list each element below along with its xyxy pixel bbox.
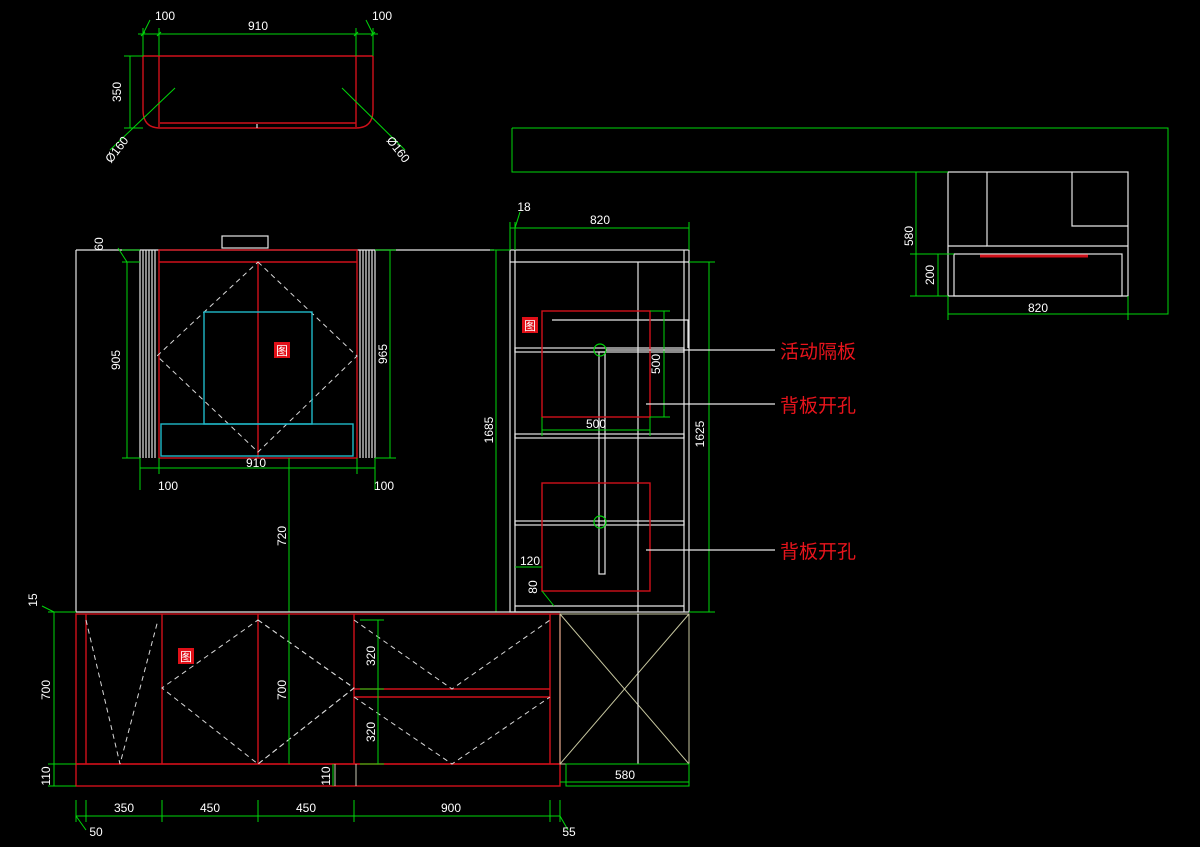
base-dim-left-offset: 50 <box>89 825 103 839</box>
top-dim-radius-left: Ø160 <box>102 133 131 165</box>
top-dim-depth: 350 <box>110 82 124 102</box>
top-dim-radius-right: Ø160 <box>384 134 413 166</box>
side-dim-lower: 200 <box>923 265 937 285</box>
base-dim-seg-4: 900 <box>441 801 461 815</box>
label-back-panel-hole-2: 背板开孔 <box>780 541 856 563</box>
base-dim-top-offset: 15 <box>26 593 40 607</box>
wall-dim-top-gap: 60 <box>92 237 106 251</box>
top-dim-side-left: 100 <box>155 9 175 23</box>
tall-cabinet-elevation: 图 18 820 1685 1625 500 500 120 80 <box>482 200 775 613</box>
base-dim-plinth: 110 <box>39 766 53 785</box>
side-section-view: 580 200 820 <box>511 127 1169 320</box>
base-dim-seg-1: 350 <box>114 801 134 815</box>
wall-dim-side-left: 100 <box>158 479 178 493</box>
tall-dim-width: 820 <box>590 213 610 227</box>
base-cabinet-mark-glyph: 图 <box>180 650 192 664</box>
tall-dim-hole-offset-y: 80 <box>526 580 540 594</box>
tall-dim-total-height: 1685 <box>482 416 496 443</box>
tall-cabinet-mark-glyph: 图 <box>524 319 536 333</box>
wall-dim-outer-height: 965 <box>376 344 390 364</box>
wall-unit-elevation: 图 60 905 965 910 100 100 720 <box>75 235 494 613</box>
wall-unit-left-ribs <box>139 250 156 458</box>
side-dim-width: 820 <box>1028 301 1048 315</box>
tall-cabinet-mark <box>522 317 538 333</box>
base-dim-seg-2: 450 <box>200 801 220 815</box>
base-dim-upper-drawer: 320 <box>364 646 378 666</box>
tall-dim-hole-width: 500 <box>586 417 606 431</box>
base-cabinet-mark <box>178 648 194 664</box>
tall-dim-board: 18 <box>517 200 531 214</box>
wall-dim-side-right: 100 <box>374 479 394 493</box>
top-dim-side-right: 100 <box>372 9 392 23</box>
wall-unit-mark <box>274 342 290 358</box>
base-dim-seg-3: 450 <box>296 801 316 815</box>
base-dim-lower-drawer: 320 <box>364 722 378 742</box>
top-dim-width: 910 <box>248 19 268 33</box>
wall-unit-mark-glyph: 图 <box>276 344 288 358</box>
side-dim-upper: 580 <box>902 226 916 246</box>
label-back-panel-hole-1: 背板开孔 <box>780 395 856 417</box>
tall-dim-hole-offset-x: 120 <box>520 554 540 568</box>
label-adjustable-shelf: 活动隔板 <box>780 341 856 363</box>
base-dim-inner-height: 700 <box>275 680 289 700</box>
base-cabinet-elevation: 图 580 15 700 110 700 110 320 320 <box>26 593 690 839</box>
base-dim-corner-depth: 580 <box>615 768 635 782</box>
wall-dim-gap-to-base: 720 <box>275 526 289 546</box>
wall-dim-inner-height: 905 <box>109 350 123 370</box>
base-dim-height: 700 <box>39 680 53 700</box>
base-dim-right-offset: 55 <box>562 825 576 839</box>
top-plan-view: 100 910 100 350 Ø160 Ø160 <box>102 9 413 166</box>
wall-unit-right-ribs <box>359 250 376 458</box>
annotations: 活动隔板 背板开孔 背板开孔 <box>780 341 856 563</box>
tall-dim-inner-height: 1625 <box>693 420 707 447</box>
tall-dim-hole-height: 500 <box>649 354 663 374</box>
base-dim-plinth-inner: 110 <box>319 766 333 785</box>
wall-dim-width: 910 <box>246 456 266 470</box>
